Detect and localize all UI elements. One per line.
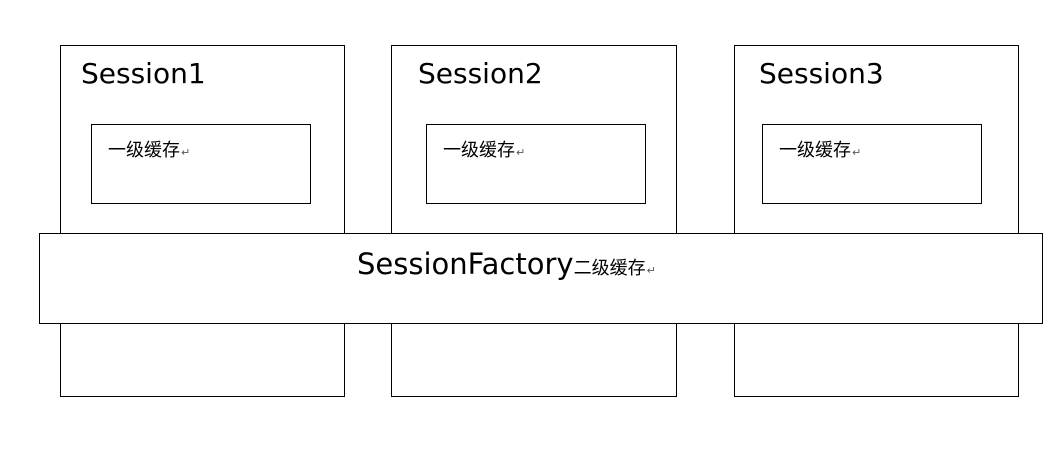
session-3-cache-label: 一级缓存	[779, 140, 851, 161]
session-3-cache-label-line: 一级缓存↵	[779, 140, 861, 164]
session-2-cache-label-line: 一级缓存↵	[443, 140, 525, 164]
session-factory-label: SessionFactory二级缓存↵	[357, 248, 656, 287]
session-1-first-level-cache-box: 一级缓存↵	[91, 124, 311, 204]
paragraph-mark-icon: ↵	[852, 146, 862, 159]
session-1-title: Session1	[81, 57, 206, 90]
session-2-title: Session2	[418, 57, 543, 90]
session-3-title: Session3	[759, 57, 884, 90]
session-2-box: Session2 一级缓存↵	[391, 45, 677, 397]
second-level-cache-label: 二级缓存	[573, 258, 646, 279]
session-3-first-level-cache-box: 一级缓存↵	[762, 124, 982, 204]
paragraph-mark-icon: ↵	[516, 146, 526, 159]
session-factory-second-level-cache-box: SessionFactory二级缓存↵	[39, 233, 1043, 324]
session-2-first-level-cache-box: 一级缓存↵	[426, 124, 646, 204]
session-1-cache-label: 一级缓存	[108, 140, 180, 161]
paragraph-mark-icon: ↵	[646, 264, 656, 277]
paragraph-mark-icon: ↵	[181, 146, 191, 159]
session-3-box: Session3 一级缓存↵	[734, 45, 1019, 397]
session-factory-name: SessionFactory	[357, 247, 574, 281]
session-2-cache-label: 一级缓存	[443, 140, 515, 161]
session-1-box: Session1 一级缓存↵	[60, 45, 345, 397]
session-1-cache-label-line: 一级缓存↵	[108, 140, 190, 164]
